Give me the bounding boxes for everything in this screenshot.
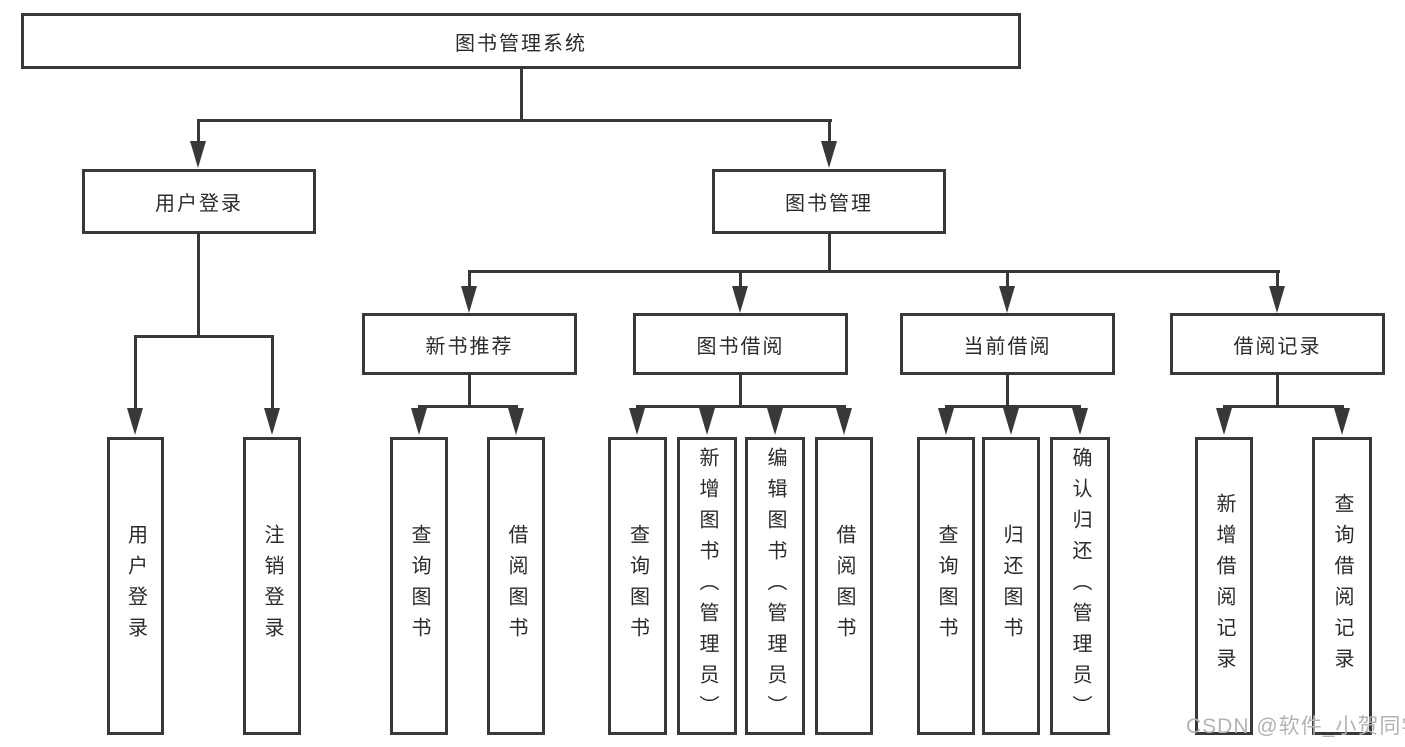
node-leaf-nb-borrow-books-label: 借阅图书 <box>505 524 527 648</box>
node-current-borrow: 当前借阅 <box>900 313 1115 375</box>
node-leaf-bb-borrow-books-label: 借阅图书 <box>833 524 855 648</box>
node-leaf-cb-query-books-label: 查询图书 <box>935 524 957 648</box>
node-user-login: 用户登录 <box>82 169 316 234</box>
connector-arm-login <box>134 335 137 409</box>
node-library-system-label: 图书管理系统 <box>455 32 587 55</box>
node-leaf-bb-add-books-label: 新增图书（管理员） <box>696 446 718 726</box>
arrowhead-logout-icon <box>264 408 280 435</box>
node-leaf-br-query-record: 查询借阅记录 <box>1312 437 1372 735</box>
connector-current-borrow-branch <box>945 405 1081 408</box>
connector-book-borrow-branch <box>636 405 846 408</box>
arrowhead-cb-query-icon <box>938 408 954 435</box>
connector-arm-logout <box>271 335 274 409</box>
arrowhead-user-login-icon <box>190 141 206 168</box>
connector-arm-new-books <box>468 270 471 287</box>
node-leaf-nb-query-books: 查询图书 <box>390 437 448 735</box>
connector-borrow-records-branch <box>1223 405 1344 408</box>
node-leaf-cb-confirm-return-label: 确认归还（管理员） <box>1069 446 1091 726</box>
node-leaf-bb-query-books-label: 查询图书 <box>626 524 649 648</box>
node-leaf-cb-return-books-label: 归还图书 <box>1000 524 1022 648</box>
node-borrow-records: 借阅记录 <box>1170 313 1385 375</box>
connector-root-stem <box>520 69 523 121</box>
arrowhead-cb-return-icon <box>1003 408 1019 435</box>
node-leaf-br-add-record-label: 新增借阅记录 <box>1213 493 1235 679</box>
arrowhead-current-borrow-icon <box>999 286 1015 313</box>
watermark: CSDN @软件_小贺同学 <box>1186 715 1405 738</box>
node-book-management-label: 图书管理 <box>785 193 873 215</box>
node-leaf-cb-return-books: 归还图书 <box>982 437 1040 735</box>
connector-book-borrow-stem <box>739 375 742 407</box>
connector-root-branch <box>197 119 832 122</box>
node-new-books: 新书推荐 <box>362 313 577 375</box>
arrowhead-cb-confirm-icon <box>1072 408 1088 435</box>
node-leaf-bb-add-books: 新增图书（管理员） <box>677 437 737 735</box>
arrowhead-br-add-icon <box>1216 408 1232 435</box>
arrowhead-bb-query-icon <box>629 408 645 435</box>
node-leaf-logout: 注销登录 <box>243 437 301 735</box>
arrowhead-book-management-icon <box>821 141 837 168</box>
connector-new-books-branch <box>418 405 518 408</box>
arrowhead-bb-borrow-icon <box>836 408 852 435</box>
connector-borrow-records-stem <box>1276 375 1279 407</box>
arrowhead-bb-edit-icon <box>767 408 783 435</box>
connector-level3-branch <box>468 270 1280 273</box>
connector-arm-borrow-records <box>1276 270 1279 287</box>
node-leaf-logout-label: 注销登录 <box>261 524 283 648</box>
node-leaf-br-query-record-label: 查询借阅记录 <box>1331 493 1353 679</box>
node-book-management: 图书管理 <box>712 169 946 234</box>
node-new-books-label: 新书推荐 <box>425 335 514 358</box>
connector-book-management-stem <box>828 234 831 272</box>
arrowhead-borrow-records-icon <box>1269 286 1285 313</box>
node-leaf-nb-borrow-books: 借阅图书 <box>487 437 545 735</box>
node-leaf-bb-edit-books: 编辑图书（管理员） <box>745 437 805 735</box>
connector-arm-book-management <box>828 119 831 142</box>
node-leaf-cb-query-books: 查询图书 <box>917 437 975 735</box>
connector-arm-book-borrow <box>739 270 742 287</box>
node-leaf-bb-edit-books-label: 编辑图书（管理员） <box>764 446 786 726</box>
connector-arm-current-borrow <box>1006 270 1009 287</box>
arrowhead-book-borrow-icon <box>732 286 748 313</box>
node-leaf-nb-query-books-label: 查询图书 <box>408 524 430 648</box>
arrowhead-br-query-icon <box>1334 408 1350 435</box>
connector-user-login-stem <box>197 234 200 337</box>
arrowhead-new-books-icon <box>461 286 477 313</box>
node-leaf-cb-confirm-return: 确认归还（管理员） <box>1050 437 1110 735</box>
node-leaf-br-add-record: 新增借阅记录 <box>1195 437 1253 735</box>
arrowhead-nb-query-icon <box>411 408 427 435</box>
node-book-borrow: 图书借阅 <box>633 313 848 375</box>
arrowhead-bb-add-icon <box>699 408 715 435</box>
node-current-borrow-label: 当前借阅 <box>963 335 1052 358</box>
arrowhead-login-icon <box>127 408 143 435</box>
node-user-login-label: 用户登录 <box>155 193 243 215</box>
node-leaf-bb-query-books: 查询图书 <box>608 437 667 735</box>
connector-arm-user-login <box>197 119 200 142</box>
node-leaf-user-login-label: 用户登录 <box>124 524 147 648</box>
connector-current-borrow-stem <box>1006 375 1009 407</box>
node-book-borrow-label: 图书借阅 <box>696 335 785 358</box>
node-leaf-user-login: 用户登录 <box>107 437 164 735</box>
connector-new-books-stem <box>468 375 471 407</box>
arrowhead-nb-borrow-icon <box>508 408 524 435</box>
node-leaf-bb-borrow-books: 借阅图书 <box>815 437 873 735</box>
node-borrow-records-label: 借阅记录 <box>1233 335 1322 358</box>
connector-user-login-branch <box>134 335 274 338</box>
node-library-system: 图书管理系统 <box>21 13 1021 69</box>
